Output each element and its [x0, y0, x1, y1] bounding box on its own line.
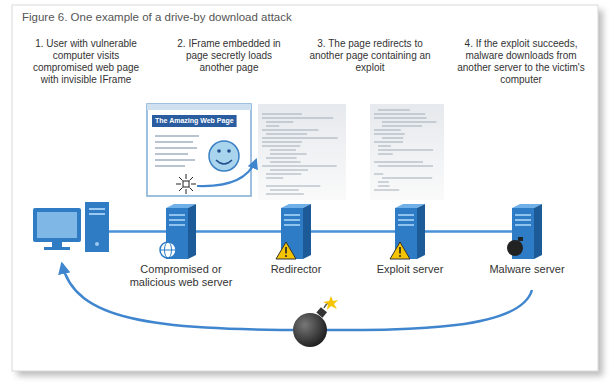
network-line: [425, 230, 512, 233]
network-line: [311, 230, 395, 233]
label-stack: Redirector: [271, 263, 322, 276]
step-text: 1. User with vulnerable computer visits …: [25, 38, 147, 86]
bomb-emblem: [507, 237, 523, 256]
page-banner-text: The Amazing Web Page: [155, 117, 234, 125]
invisible-iframe-marker: [176, 174, 196, 194]
iframe-load-arrow: [197, 160, 256, 186]
step-text: 3. The page redirects to another page co…: [306, 38, 434, 74]
label-stack: Exploit server: [377, 263, 444, 276]
code-text-lines: [262, 110, 436, 194]
figure-title: Figure 6. One example of a drive-by down…: [22, 11, 292, 25]
figure-frame: [12, 5, 598, 371]
server-node: Compromised or malicious web server: [166, 204, 196, 259]
code-lines: [262, 114, 338, 194]
step-text: 4. If the exploit succeeds, malware down…: [452, 38, 590, 86]
computer-icon: [33, 202, 109, 252]
code-screenshot: [370, 104, 444, 200]
network-line: [196, 230, 281, 233]
server-node: Exploit server: [395, 204, 425, 259]
server-label: Exploit server: [377, 263, 444, 276]
web-page-illustration: [147, 104, 251, 196]
code-screenshot: [258, 104, 346, 200]
server-label: Compromised or malicious web server: [121, 263, 241, 289]
server-icon: [166, 204, 196, 259]
server-icon: [281, 204, 311, 259]
page-banner: [152, 115, 237, 127]
warn-emblem: [390, 242, 410, 259]
server-node: Malware server: [512, 204, 542, 259]
code-lines: [374, 110, 436, 190]
server-label: Malware server: [489, 263, 564, 276]
server-node: Redirector: [281, 204, 311, 259]
server-icon: [512, 204, 542, 259]
bomb-icon: [293, 296, 338, 347]
label-stack: Malware server: [489, 263, 564, 276]
label-stack: Compromised or malicious web server: [121, 263, 241, 289]
network-line: [109, 230, 166, 233]
server-label: Redirector: [271, 263, 322, 276]
step-text: 2. IFrame embedded in page secretly load…: [170, 38, 288, 74]
server-icon: [395, 204, 425, 259]
globe-emblem: [160, 242, 176, 258]
warn-emblem: [276, 242, 296, 259]
